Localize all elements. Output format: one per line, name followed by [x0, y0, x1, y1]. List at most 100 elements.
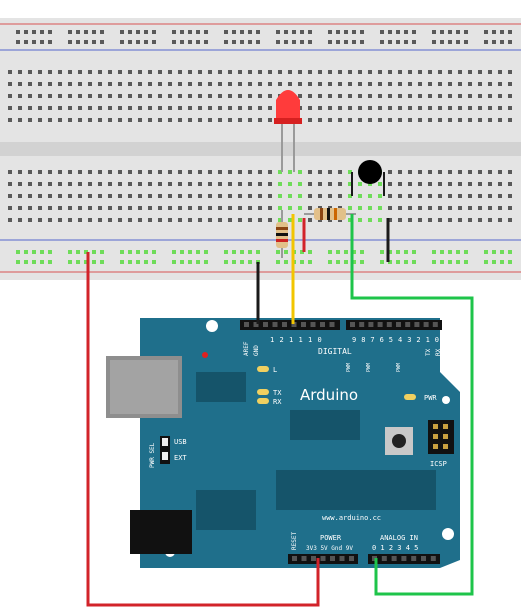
breadboard-hole	[18, 182, 22, 186]
mounting-hole	[206, 320, 218, 332]
breadboard-hole	[58, 218, 62, 222]
breadboard-hole	[492, 250, 496, 254]
breadboard-hole	[308, 194, 312, 198]
breadboard-hole	[352, 40, 356, 44]
breadboard-hole	[338, 194, 342, 198]
breadboard-hole	[144, 260, 148, 264]
breadboard-hole	[248, 250, 252, 254]
breadboard-hole	[144, 40, 148, 44]
breadboard-hole	[136, 40, 140, 44]
breadboard-hole	[228, 94, 232, 98]
breadboard-hole	[448, 218, 452, 222]
breadboard-hole	[188, 170, 192, 174]
breadboard-hole	[38, 194, 42, 198]
breadboard-hole	[276, 260, 280, 264]
breadboard-hole	[396, 250, 400, 254]
board-component	[196, 490, 256, 530]
breadboard-hole	[88, 218, 92, 222]
breadboard-hole	[278, 206, 282, 210]
digital-pin-number: 8	[361, 336, 365, 344]
breadboard-hole	[188, 94, 192, 98]
breadboard-hole	[228, 82, 232, 86]
top-rail-holes	[16, 30, 512, 44]
breadboard-hole	[68, 82, 72, 86]
breadboard-hole	[298, 182, 302, 186]
breadboard-hole	[440, 40, 444, 44]
breadboard-hole	[68, 250, 72, 254]
breadboard-hole	[128, 194, 132, 198]
breadboard-hole	[498, 82, 502, 86]
breadboard-hole	[148, 218, 152, 222]
breadboard-hole	[168, 194, 172, 198]
breadboard-hole	[328, 250, 332, 254]
breadboard-hole	[198, 218, 202, 222]
breadboard-hole	[168, 94, 172, 98]
breadboard-hole	[448, 194, 452, 198]
breadboard-hole	[108, 118, 112, 122]
breadboard-hole	[208, 82, 212, 86]
breadboard-hole	[438, 194, 442, 198]
breadboard-hole	[78, 106, 82, 110]
breadboard-hole	[48, 182, 52, 186]
breadboard-hole	[338, 70, 342, 74]
breadboard-hole	[188, 194, 192, 198]
breadboard-hole	[118, 218, 122, 222]
board-name: Arduino	[300, 386, 358, 404]
breadboard-hole	[68, 40, 72, 44]
breadboard-hole	[232, 40, 236, 44]
breadboard-hole	[360, 40, 364, 44]
breadboard-hole	[508, 70, 512, 74]
breadboard-hole	[318, 182, 322, 186]
breadboard-hole	[298, 94, 302, 98]
breadboard-hole	[98, 194, 102, 198]
breadboard-hole	[218, 118, 222, 122]
breadboard-hole	[318, 106, 322, 110]
breadboard-hole	[204, 260, 208, 264]
breadboard-hole	[360, 250, 364, 254]
breadboard-hole	[198, 182, 202, 186]
breadboard-hole	[28, 170, 32, 174]
breadboard-hole	[158, 194, 162, 198]
breadboard-hole	[8, 70, 12, 74]
breadboard-hole	[232, 30, 236, 34]
breadboard-hole	[188, 40, 192, 44]
breadboard-hole	[158, 170, 162, 174]
breadboard-hole	[428, 206, 432, 210]
breadboard-hole	[78, 94, 82, 98]
breadboard-hole	[412, 30, 416, 34]
led-base	[274, 118, 302, 124]
breadboard-hole	[178, 170, 182, 174]
resistor-band	[276, 227, 288, 230]
breadboard-hole	[138, 182, 142, 186]
breadboard-hole	[18, 70, 22, 74]
power-pins-label: 3V3 5V Gnd 9V	[306, 545, 353, 552]
breadboard-hole	[478, 206, 482, 210]
breadboard-hole	[88, 82, 92, 86]
breadboard-hole	[308, 82, 312, 86]
breadboard-hole	[218, 70, 222, 74]
breadboard-hole	[108, 218, 112, 222]
breadboard-hole	[268, 106, 272, 110]
breadboard-hole	[388, 250, 392, 254]
breadboard-hole	[208, 106, 212, 110]
breadboard-hole	[198, 94, 202, 98]
breadboard-hole	[196, 40, 200, 44]
breadboard-hole	[138, 170, 142, 174]
breadboard-hole	[208, 170, 212, 174]
breadboard-hole	[128, 182, 132, 186]
breadboard-hole	[360, 30, 364, 34]
header-pin	[301, 322, 306, 327]
breadboard-hole	[456, 30, 460, 34]
breadboard-hole	[118, 206, 122, 210]
breadboard-hole	[388, 70, 392, 74]
breadboard-hole	[232, 260, 236, 264]
breadboard-hole	[28, 82, 32, 86]
breadboard-hole	[48, 94, 52, 98]
digital-label: DIGITAL	[318, 347, 352, 356]
breadboard-hole	[508, 250, 512, 254]
breadboard-hole	[18, 106, 22, 110]
breadboard-hole	[508, 194, 512, 198]
breadboard-hole	[328, 94, 332, 98]
breadboard-hole	[318, 170, 322, 174]
breadboard-hole	[28, 182, 32, 186]
